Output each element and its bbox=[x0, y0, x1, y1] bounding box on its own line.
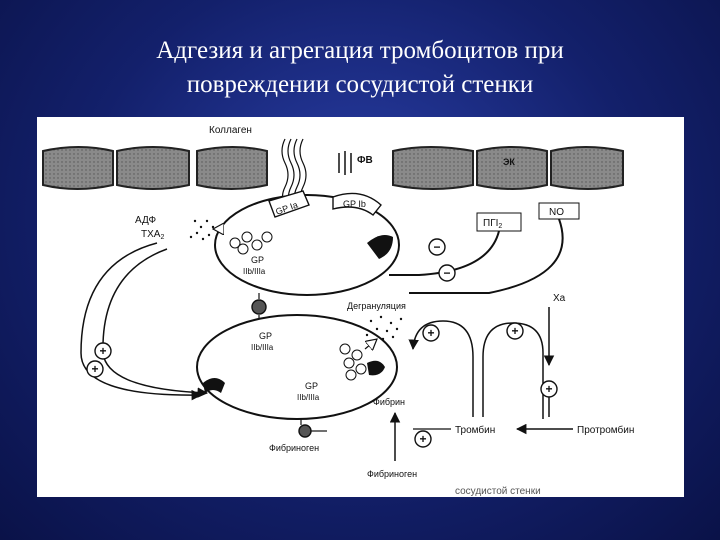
granules-upper bbox=[229, 231, 273, 255]
slide-title-line-1: Адгезия и агрегация тромбоцитов при bbox=[156, 37, 564, 64]
vwf-strands bbox=[338, 151, 352, 175]
adp-feedback-loop-inner bbox=[102, 248, 209, 398]
collagen-label: Коллаген bbox=[209, 125, 252, 136]
gp1-label-line-1: GP bbox=[251, 255, 264, 265]
pgi2-label: ПГI2 bbox=[483, 218, 502, 230]
prothrombin-label: Протромбин bbox=[577, 424, 634, 436]
plus-sign-fibrin: + bbox=[414, 430, 432, 448]
thrombin-label: Тромбин bbox=[455, 424, 495, 436]
no-label: NO bbox=[549, 207, 564, 218]
endothelial-cell-2 bbox=[116, 146, 190, 190]
gp2-label-line-1: GP bbox=[259, 331, 272, 341]
adp-release-dots bbox=[189, 219, 215, 241]
plus-sign-loop-1: + bbox=[94, 342, 112, 360]
endothelial-cell-3 bbox=[196, 146, 268, 190]
adp-feedback-loop-outer bbox=[80, 242, 203, 401]
degranulation-label: Дегрануляция bbox=[347, 301, 406, 311]
gp3-label-line-2: IIb/IIIa bbox=[297, 393, 320, 402]
endothelial-cell-1 bbox=[42, 146, 114, 190]
receptor-blocked-1 bbox=[367, 235, 393, 259]
svg-text:−: − bbox=[443, 266, 450, 280]
fibrinogen-molecule-lower bbox=[298, 424, 312, 438]
svg-text:+: + bbox=[511, 324, 518, 338]
svg-text:−: − bbox=[433, 240, 440, 254]
xa-label: Xa bbox=[553, 293, 566, 304]
gp3-label-line-1: GP bbox=[305, 381, 318, 391]
fibrin-label: Фибрин bbox=[373, 397, 405, 407]
fibrinogen-label-left: Фибриноген bbox=[269, 443, 319, 453]
gp2-label-line-2: IIb/IIIa bbox=[251, 343, 274, 352]
platelet-aggregating bbox=[196, 314, 398, 420]
svg-text:+: + bbox=[545, 382, 552, 396]
diagram-canvas: Коллаген ФВ ЭК ПГI2 NO GP Ia GP Ib bbox=[42, 125, 634, 479]
plus-sign-loop-2: + bbox=[86, 360, 104, 378]
platelet-adhered bbox=[214, 194, 400, 296]
slide-title: Адгезия и агрегация тромбоцитов при повр… bbox=[60, 34, 660, 102]
svg-text:+: + bbox=[91, 362, 98, 376]
svg-text:+: + bbox=[99, 344, 106, 358]
platelet-diagram: Коллаген ФВ ЭК ПГI2 NO GP Ia GP Ib bbox=[37, 117, 684, 497]
thrombin-activation-loop-1 bbox=[408, 320, 474, 417]
slide-title-line-2: повреждении сосудистой стенки bbox=[186, 71, 534, 98]
endothelial-cell-5 bbox=[476, 146, 548, 190]
footer-caption: сосудистой стенки bbox=[455, 486, 541, 497]
gp-ia-receptor bbox=[268, 190, 310, 218]
plus-sign-xa: + bbox=[540, 380, 558, 398]
endothelial-cell-6 bbox=[550, 146, 624, 190]
gp-ib-label: GP Ib bbox=[343, 199, 366, 209]
granules-lower bbox=[339, 343, 367, 381]
receptor-blocked-2 bbox=[203, 378, 225, 393]
ek-label: ЭК bbox=[503, 157, 515, 167]
gp-ib-receptor bbox=[332, 192, 382, 216]
receptor-blocked-3 bbox=[367, 360, 385, 376]
svg-text:+: + bbox=[419, 432, 426, 446]
fv-label: ФВ bbox=[357, 155, 373, 166]
adp-label: АДФ bbox=[135, 215, 157, 226]
pgi2-inhibition-line bbox=[389, 230, 500, 276]
minus-sign-2: − bbox=[438, 264, 456, 282]
fibrinogen-bridge-1 bbox=[251, 299, 267, 315]
svg-text:+: + bbox=[427, 326, 434, 340]
degranulation-dots bbox=[365, 315, 403, 341]
minus-sign-1: − bbox=[428, 238, 446, 256]
plus-sign-activation-1: + bbox=[422, 324, 440, 342]
endothelial-cells bbox=[42, 146, 624, 190]
fibrinogen-label-right: Фибриноген bbox=[367, 469, 417, 479]
gp1-label-line-2: IIb/IIIa bbox=[243, 267, 266, 276]
no-inhibition-line bbox=[409, 218, 564, 294]
endothelial-cell-4 bbox=[392, 146, 474, 190]
plus-sign-activation-2: + bbox=[506, 322, 524, 340]
degranulation-arrow bbox=[364, 339, 377, 349]
txa2-label: ТХА2 bbox=[141, 229, 164, 241]
